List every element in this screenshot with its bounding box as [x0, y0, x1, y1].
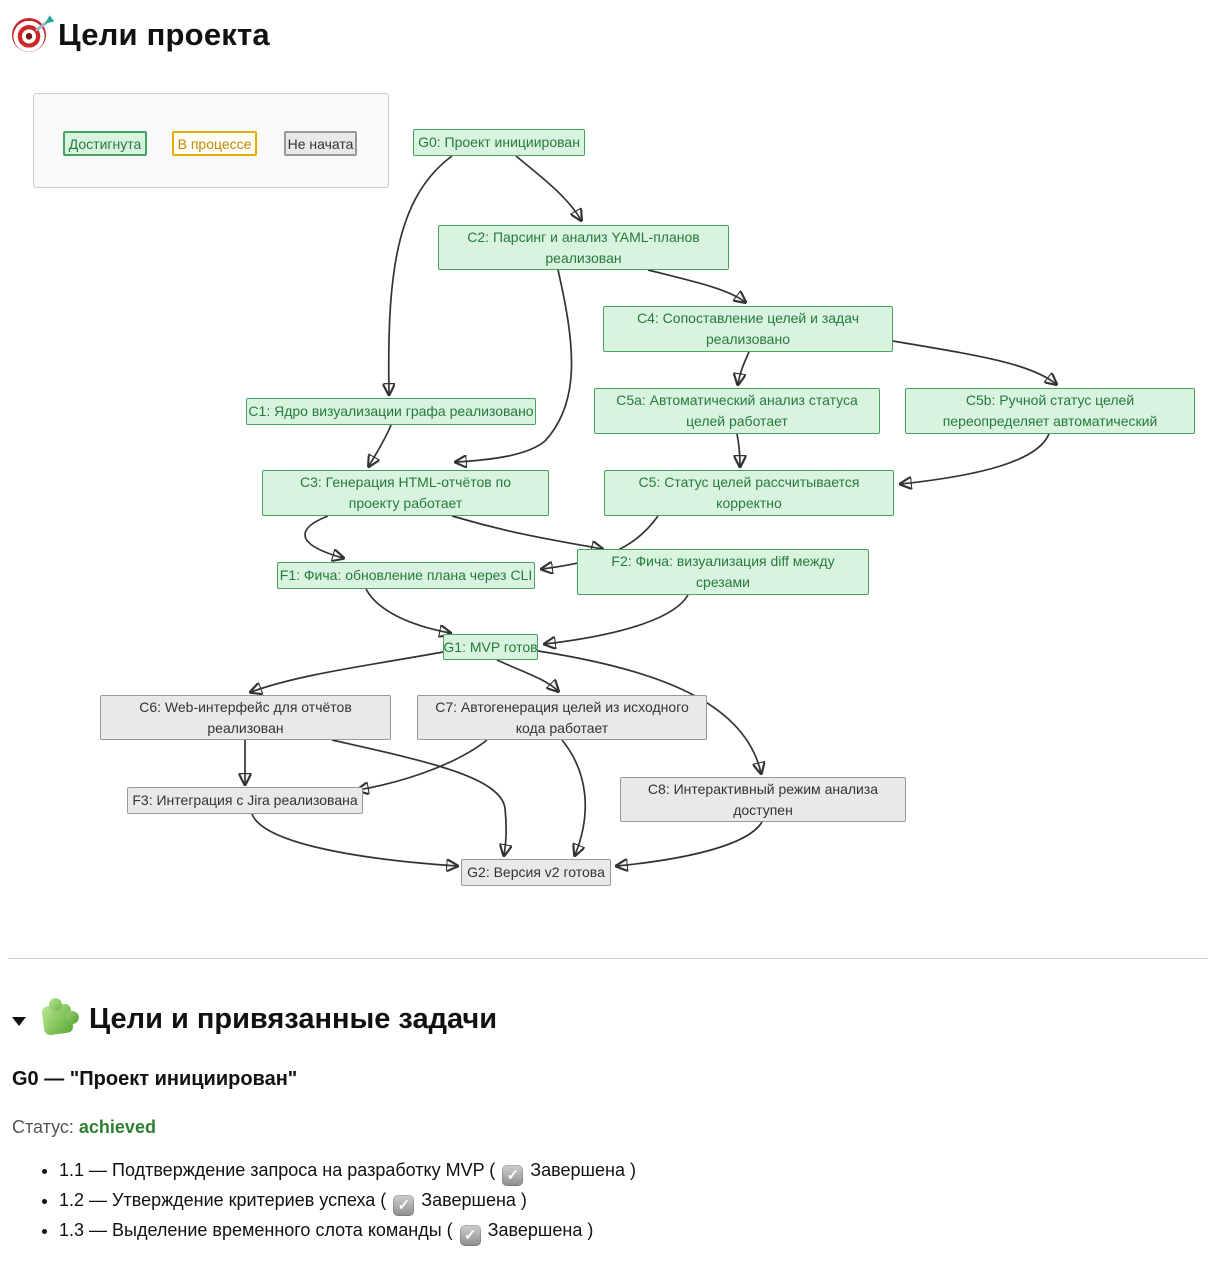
status-label: Статус:	[12, 1117, 74, 1137]
tasks-section-title: Цели и привязанные задачи	[89, 1003, 498, 1035]
edge-c7-g2	[561, 739, 587, 855]
graph-node-f1: F1: Фича: обновление плана через CLI	[277, 562, 535, 589]
graph-edges	[0, 155, 1216, 958]
edge-g1-c8	[537, 650, 761, 773]
task-status: Завершена )	[487, 1220, 594, 1240]
task-item: 1.3 — Выделение временного слота команды…	[59, 1216, 1216, 1246]
legend-not-started: Не начата	[284, 131, 357, 156]
graph-node-c5b: C5b: Ручной статус целей переопределяет …	[905, 388, 1195, 434]
edge-f3-g2	[251, 813, 457, 866]
task-status: Завершена )	[530, 1160, 636, 1180]
edge-c5b-c5	[901, 433, 1050, 484]
graph-node-c6: C6: Web-интерфейс для отчётов реализован	[100, 695, 391, 740]
edge-g0-c1	[389, 155, 453, 394]
edge-c4-c5b	[892, 340, 1056, 384]
goals-graph: Достигнута В процессе Не начата G0: Прое…	[0, 58, 1216, 958]
edge-g0-c2	[515, 155, 581, 220]
edge-c2-c4	[647, 269, 745, 302]
checkbox-checked-icon: ✓	[502, 1165, 524, 1186]
task-item: 1.1 — Подтверждение запроса на разработк…	[59, 1156, 1216, 1186]
graph-legend: Достигнута В процессе Не начата	[33, 93, 389, 188]
graph-node-f2: F2: Фича: визуализация diff между срезам…	[577, 549, 869, 595]
edge-f2-g1	[545, 594, 689, 644]
graph-node-c3: C3: Генерация HTML-отчётов по проекту ра…	[262, 470, 549, 516]
edge-c5a-c5	[737, 433, 740, 466]
target-icon	[12, 18, 46, 52]
graph-node-g1: G1: MVP готов	[443, 634, 538, 660]
page-header: Цели проекта	[12, 12, 1216, 58]
checkbox-checked-icon: ✓	[459, 1225, 481, 1246]
puzzle-icon	[41, 1003, 74, 1036]
task-item: 1.2 — Утверждение критериев успеха ( ✓ Зав…	[59, 1186, 1216, 1216]
edge-c2-c3	[456, 269, 573, 462]
graph-node-c8: C8: Интерактивный режим анализа доступен	[620, 777, 906, 822]
graph-node-g0: G0: Проект инициирован	[413, 129, 585, 156]
edge-c6-g2	[331, 739, 506, 855]
graph-node-g2: G2: Версия v2 готова	[461, 859, 611, 886]
task-list: 1.1 — Подтверждение запроса на разработк…	[12, 1156, 1216, 1246]
task-text: 1.1 — Подтверждение запроса на разработк…	[59, 1160, 496, 1180]
page-title: Цели проекта	[58, 17, 270, 52]
section-divider	[8, 958, 1208, 959]
goal-heading: G0 — "Проект инициирован"	[12, 1068, 298, 1090]
edge-c4-c5a	[738, 351, 750, 384]
task-text: 1.2 — Утверждение критериев успеха (	[59, 1190, 387, 1210]
graph-node-c4: C4: Сопоставление целей и задач реализов…	[603, 306, 893, 352]
edge-g1-c6	[251, 651, 444, 692]
task-status: Завершена )	[421, 1190, 527, 1210]
graph-node-c5: C5: Статус целей рассчитывается корректн…	[604, 470, 894, 516]
edge-c3-f1	[304, 515, 343, 558]
graph-node-c1: C1: Ядро визуализации графа реализовано	[246, 398, 536, 425]
edge-c3-f2	[451, 515, 602, 549]
tasks-section: Цели и привязанные задачи G0 — "Проект и…	[12, 1003, 1216, 1246]
status-value: achieved	[78, 1117, 156, 1137]
graph-node-c5a: C5a: Автоматический анализ статуса целей…	[594, 388, 880, 434]
edge-f1-g1	[365, 588, 450, 633]
graph-node-c2: C2: Парсинг и анализ YAML-планов реализо…	[438, 225, 729, 270]
goal-status-line: Статус:achieved	[12, 1117, 1216, 1138]
checkbox-checked-icon: ✓	[393, 1195, 415, 1216]
tasks-section-summary[interactable]: Цели и привязанные задачи	[12, 1003, 1216, 1036]
edge-g1-c7	[496, 659, 558, 691]
edge-c1-c3	[369, 424, 392, 466]
edge-c7-f3	[358, 739, 488, 790]
chevron-down-icon[interactable]	[12, 1017, 26, 1026]
task-text: 1.3 — Выделение временного слота команды…	[59, 1220, 453, 1240]
legend-achieved: Достигнута	[63, 131, 147, 156]
edge-c8-g2	[617, 821, 763, 866]
legend-in-progress: В процессе	[172, 131, 257, 156]
graph-node-f3: F3: Интеграция с Jira реализована	[127, 787, 363, 814]
graph-node-c7: C7: Автогенерация целей из исходного код…	[417, 695, 707, 740]
